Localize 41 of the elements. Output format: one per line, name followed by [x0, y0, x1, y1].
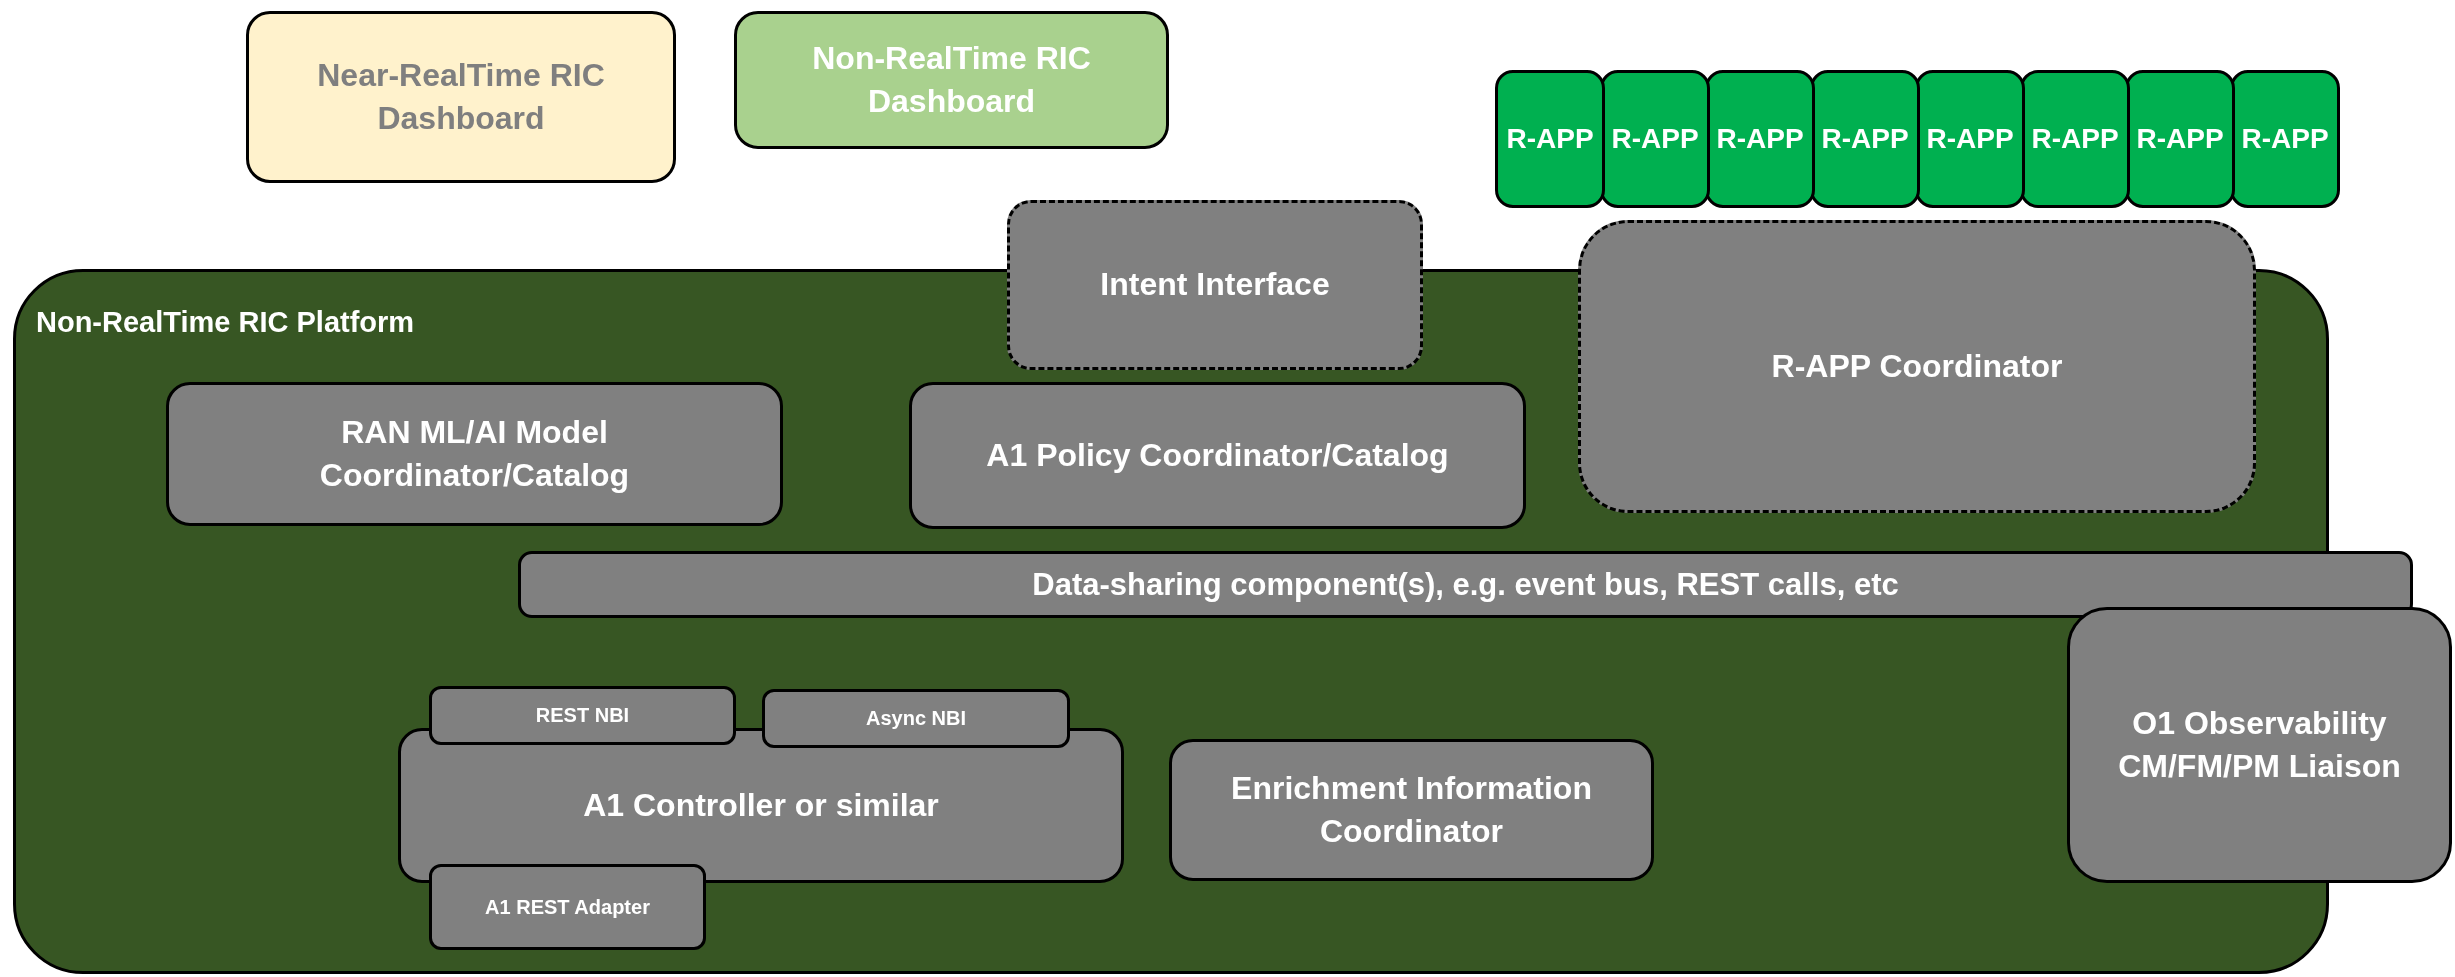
component-box — [166, 382, 783, 526]
box-label: R-APP — [1611, 122, 1699, 157]
app-box — [1495, 70, 1605, 208]
app-box — [2125, 70, 2235, 208]
box-label: R-APP — [2136, 122, 2224, 157]
app-box — [1705, 70, 1815, 208]
box-label: A1 Policy Coordinator/Catalog — [985, 435, 1450, 475]
app-box — [1915, 70, 2025, 208]
box-label: Data-sharing component(s), e.g. event bus, REST calls, etc — [1031, 565, 1900, 604]
box-label: A1 REST Adapter — [484, 894, 651, 920]
component-box — [909, 382, 1526, 529]
app-box — [1810, 70, 1920, 208]
interface-box — [762, 689, 1070, 748]
box-label: Non-RealTime RIC Dashboard — [811, 38, 1092, 121]
box-label: R-APP — [1821, 122, 1909, 157]
app-box — [2230, 70, 2340, 208]
component-box — [2067, 607, 2452, 883]
dashboard-box — [246, 11, 676, 183]
coordinator-box — [1578, 220, 2256, 513]
box-label: R-APP — [2031, 122, 2119, 157]
box-label: Enrichment Information Coordinator — [1230, 768, 1593, 851]
box-label: R-APP — [1926, 122, 2014, 157]
box-label: REST NBI — [534, 703, 631, 728]
app-box — [1600, 70, 1710, 208]
box-label: A1 Controller or similar — [582, 785, 940, 825]
box-label: O1 Observability CM/FM/PM Liaison — [2117, 703, 2402, 786]
platform-title: Non-RealTime RIC Platform — [36, 306, 415, 339]
dashboard-box — [734, 11, 1169, 149]
app-box — [2020, 70, 2130, 208]
box-label: Intent Interface — [1099, 265, 1331, 305]
box-label: R-APP Coordinator — [1770, 346, 2064, 386]
interface-box — [429, 686, 736, 745]
box-label: R-APP — [1716, 122, 1804, 157]
box-label: Near-RealTime RIC Dashboard — [316, 55, 606, 138]
component-box — [1169, 739, 1654, 881]
box-label: R-APP — [1506, 122, 1594, 157]
box-label: R-APP — [2241, 122, 2329, 157]
box-label: RAN ML/AI Model Coordinator/Catalog — [318, 412, 631, 495]
adapter-box — [429, 864, 706, 950]
box-label: Async NBI — [865, 706, 967, 731]
interface-box — [1007, 200, 1423, 370]
